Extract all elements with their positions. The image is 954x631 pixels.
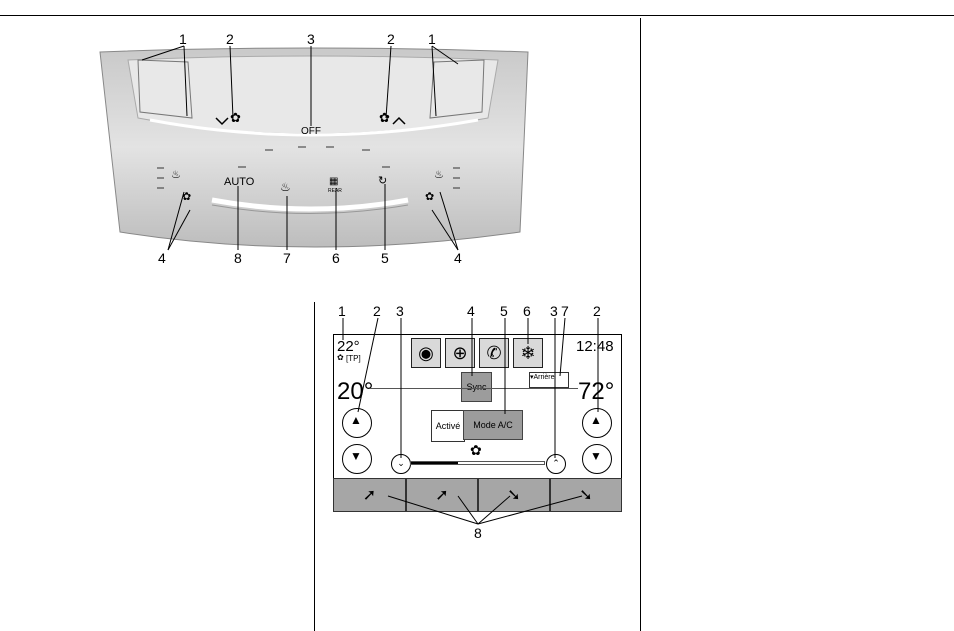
vent-mode-defog-button[interactable]: ➘ bbox=[550, 478, 622, 512]
screen-callout-4: 4 bbox=[467, 304, 475, 318]
screen-callout-1: 1 bbox=[338, 304, 346, 318]
fan-decrease-button[interactable]: ⌄ bbox=[391, 454, 411, 474]
panel-callout-1-left: 1 bbox=[179, 32, 187, 46]
right-seat-vent-icon[interactable]: ✿ bbox=[425, 190, 434, 203]
screen-callout-6: 6 bbox=[523, 304, 531, 318]
phone-icon: ✆ bbox=[486, 343, 501, 364]
panel-callout-2-right: 2 bbox=[387, 32, 395, 46]
screen-callout-7: 7 bbox=[561, 304, 569, 318]
recirculation-icon[interactable]: ↻ bbox=[378, 174, 387, 187]
screen-callout-2-right: 2 bbox=[593, 304, 601, 318]
vent-floor-icon: ➘ bbox=[507, 485, 520, 505]
vent-bilevel-icon: ➚ bbox=[435, 485, 448, 505]
clock: 12:48 bbox=[576, 338, 614, 355]
fan-speed-fill bbox=[411, 462, 458, 464]
left-seat-vent-icon[interactable]: ✿ bbox=[182, 190, 191, 203]
active-label: Activé bbox=[431, 410, 465, 442]
ac-mode-button[interactable]: Mode A/C bbox=[463, 410, 523, 440]
temp-divider-line bbox=[370, 388, 578, 389]
vent-face-icon: ➚ bbox=[363, 485, 376, 505]
globe-icon: ⊕ bbox=[452, 343, 467, 364]
rear-dropdown[interactable]: ▾Arrière bbox=[529, 372, 569, 388]
vent-mode-floor-button[interactable]: ➘ bbox=[478, 478, 550, 512]
fan-off-icon: ✿ bbox=[337, 353, 344, 362]
rear-defrost-icon[interactable]: ▦ bbox=[329, 176, 338, 187]
auto-button[interactable]: AUTO bbox=[224, 176, 254, 188]
fan-increase-icon[interactable]: ✿ bbox=[379, 110, 390, 126]
nav-button[interactable]: ◉ bbox=[411, 338, 441, 368]
climate-button[interactable]: ❄ bbox=[513, 338, 543, 368]
panel-callout-6: 6 bbox=[332, 251, 340, 265]
panel-callout-4-left: 4 bbox=[158, 251, 166, 265]
screen-callout-3-left: 3 bbox=[396, 304, 404, 318]
screen-callout-2-left: 2 bbox=[373, 304, 381, 318]
vent-mode-face-button[interactable]: ➚ bbox=[333, 478, 406, 512]
left-seat-heat-icon[interactable]: ♨ bbox=[171, 168, 181, 181]
panel-callout-4-right: 4 bbox=[454, 251, 462, 265]
right-seat-heat-icon[interactable]: ♨ bbox=[434, 168, 444, 181]
left-temp-down-icon: ▼ bbox=[350, 449, 362, 463]
panel-callout-5: 5 bbox=[381, 251, 389, 265]
nav-icon: ◉ bbox=[418, 343, 434, 364]
screen-callout-5: 5 bbox=[500, 304, 508, 318]
fan-icon: ✿ bbox=[470, 442, 482, 459]
right-temp-down-icon: ▼ bbox=[590, 449, 602, 463]
fan-increase-button[interactable]: ⌃ bbox=[546, 454, 566, 474]
fan-speed-track[interactable] bbox=[410, 461, 545, 465]
climate-status: [TP] bbox=[346, 354, 361, 363]
panel-callout-3: 3 bbox=[307, 32, 315, 46]
screen-callout-3-right: 3 bbox=[550, 304, 558, 318]
off-button[interactable]: OFF bbox=[301, 126, 321, 137]
rear-defrost-label: REAR bbox=[328, 188, 342, 194]
panel-callout-2-left: 2 bbox=[226, 32, 234, 46]
screen-callout-8: 8 bbox=[474, 526, 482, 540]
phone-button[interactable]: ✆ bbox=[479, 338, 509, 368]
fan-decrease-icon[interactable]: ✿ bbox=[230, 110, 241, 126]
screen-left-rule bbox=[314, 302, 315, 631]
left-set-temperature: 20° bbox=[337, 378, 373, 406]
panel-callout-7: 7 bbox=[283, 251, 291, 265]
climate-icon: ❄ bbox=[520, 343, 535, 364]
panel-callout-8: 8 bbox=[234, 251, 242, 265]
vent-defog-icon: ➘ bbox=[579, 485, 592, 505]
globe-button[interactable]: ⊕ bbox=[445, 338, 475, 368]
vent-mode-bilevel-button[interactable]: ➚ bbox=[406, 478, 478, 512]
climate-control-panel bbox=[0, 0, 954, 300]
sync-button[interactable]: Sync bbox=[461, 372, 492, 402]
left-temp-up-icon: ▲ bbox=[350, 413, 362, 427]
right-temp-up-icon: ▲ bbox=[590, 413, 602, 427]
right-set-temperature: 72° bbox=[578, 378, 614, 406]
front-defrost-icon[interactable]: ♨ bbox=[280, 180, 291, 194]
panel-callout-1-right: 1 bbox=[428, 32, 436, 46]
